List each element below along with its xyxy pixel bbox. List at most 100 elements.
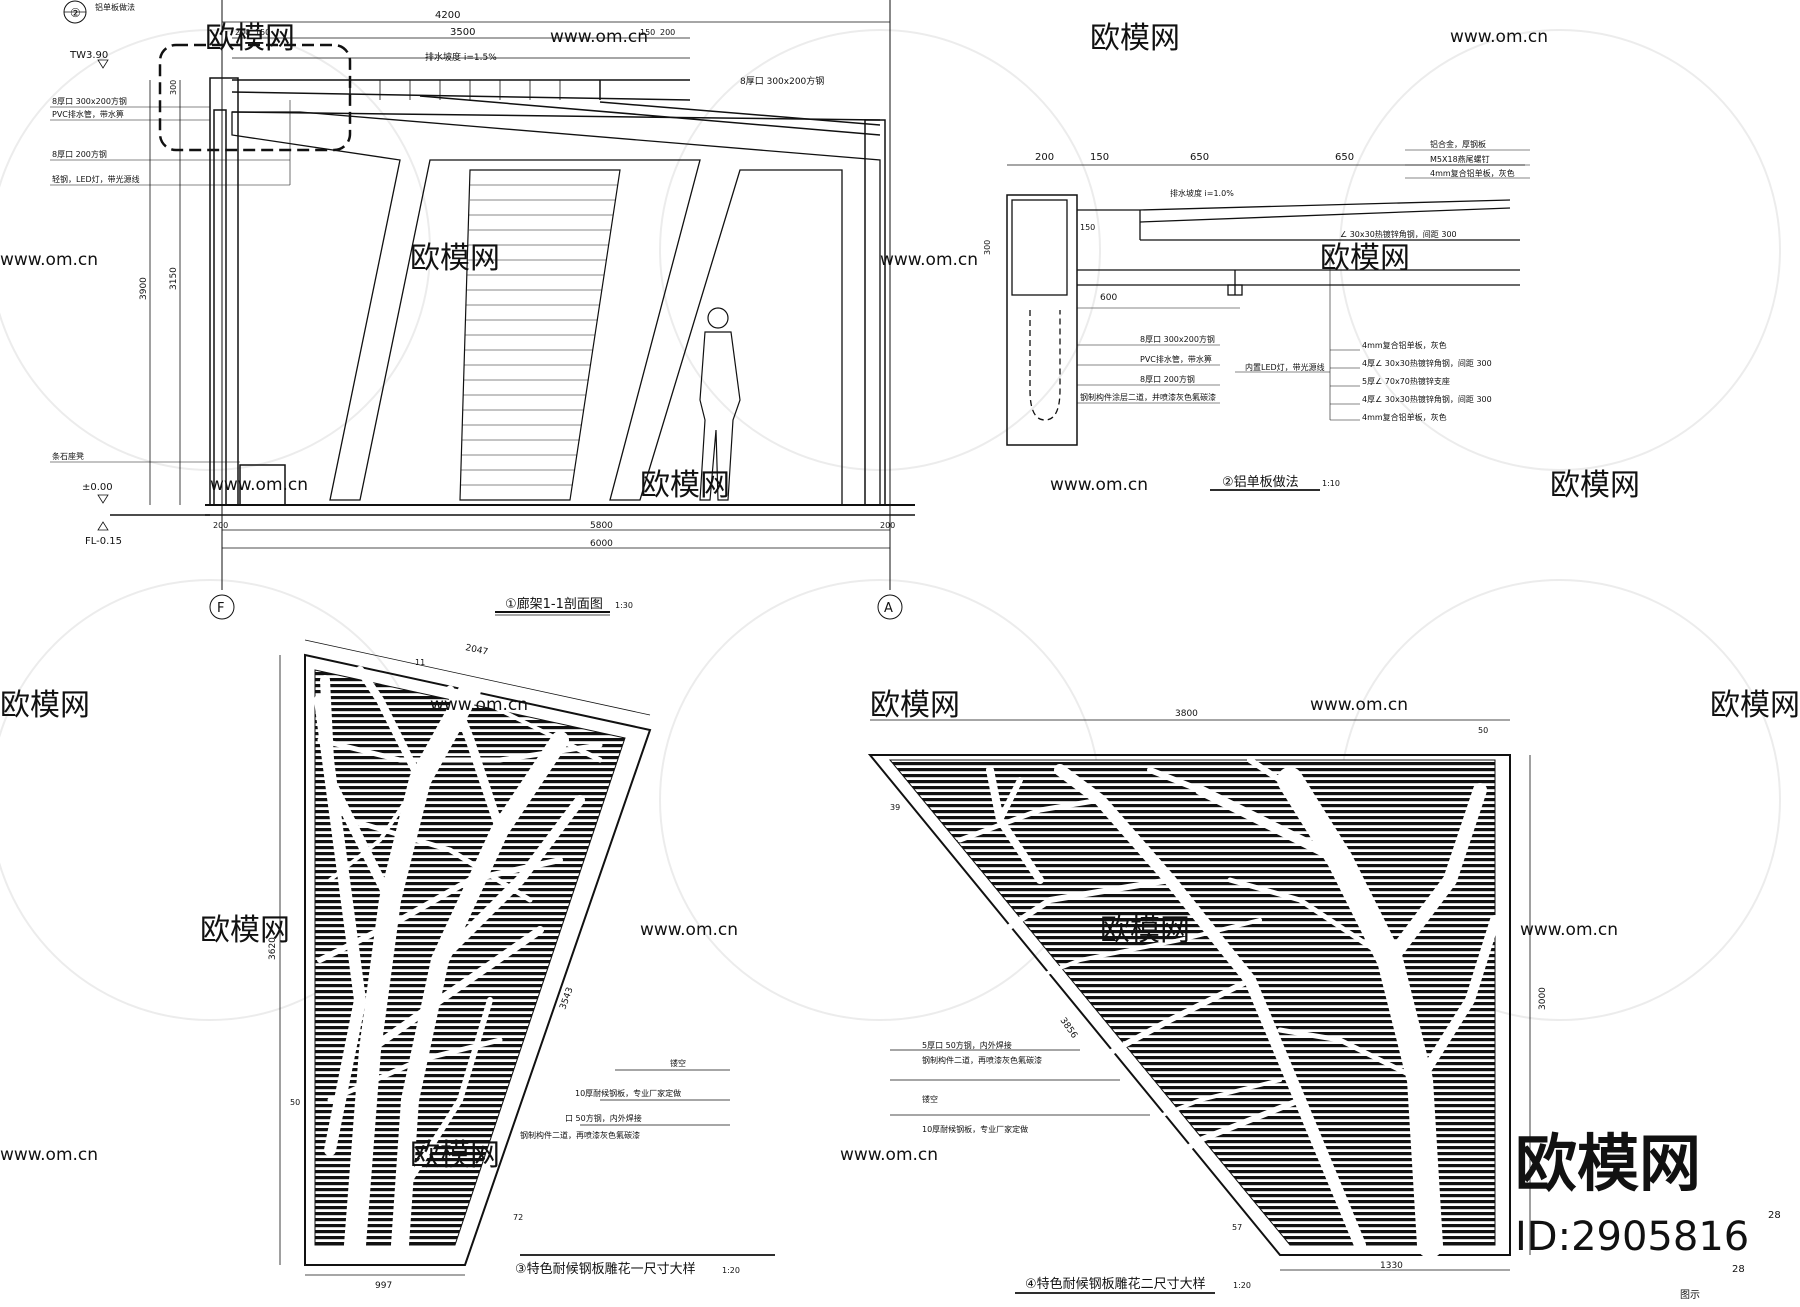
d2-note-bottom-3: 8厚口 200方钢 <box>1140 374 1195 384</box>
d4-dim-39: 39 <box>890 803 900 812</box>
watermark-url-4: www.om.cn <box>880 250 978 270</box>
watermark-urls: www.om.cn www.om.cn www.om.cn www.om.cn … <box>0 27 1618 1165</box>
roof-slope-note: 排水坡度 i=1.5% <box>425 51 497 63</box>
drawing-2-title: ②铝单板做法 <box>1222 475 1299 490</box>
d3-dim-50: 50 <box>290 1098 300 1107</box>
note-left-5: 条石座凳 <box>52 451 84 461</box>
d2-layer-2: 4厚∠ 30x30热镀锌角钢，间距 300 <box>1362 358 1492 368</box>
watermark-url-6: www.om.cn <box>1050 475 1148 495</box>
drawing-3-scale: 1:20 <box>722 1266 740 1275</box>
d4-dim-bottom: 1330 <box>1380 1261 1403 1271</box>
d2-layer-3: 5厚∠ 70x70热镀锌支座 <box>1362 376 1450 386</box>
drawing-2-labels: 200 150 650 650 300 600 150 排水坡度 i=1.0% … <box>983 139 1515 490</box>
d4-dim-top: 3800 <box>1175 709 1198 719</box>
d3-dim-top: 2047 <box>464 643 488 658</box>
watermark-url-10: www.om.cn <box>1520 920 1618 940</box>
drawing-1-scale: 1:30 <box>615 601 633 610</box>
d3-note-4: 钢制构件二道，再喷漆灰色氟碳漆 <box>520 1130 640 1140</box>
d2-dim-side-2: 150 <box>1080 223 1095 232</box>
dim-bottom-left: 200 <box>213 521 228 530</box>
d4-note-4: 10厚耐候钢板，专业厂家定做 <box>922 1124 1028 1134</box>
drawing-4-panel <box>867 719 1531 1294</box>
level-zero: ±0.00 <box>82 482 113 493</box>
d3-note-3: 口 50方钢，内外焊接 <box>565 1113 642 1123</box>
drawing-1-section <box>50 0 915 620</box>
grid-label-right: A <box>884 601 893 616</box>
sheet-info: 28 28 图示 <box>1680 1210 1781 1301</box>
level-top: TW3.90 <box>69 50 108 61</box>
d4-dim-height: 3000 <box>1538 987 1548 1010</box>
watermark-url-8: www.om.cn <box>1310 695 1408 715</box>
d2-layer-1: 4mm复合铝单板，灰色 <box>1362 340 1447 350</box>
drawing-1-title: ①廊架1-1剖面图 <box>505 596 603 612</box>
sheet-number-1: 28 <box>1768 1210 1781 1221</box>
drawing-4-scale: 1:20 <box>1233 1281 1251 1290</box>
watermark-brand-12: 欧模网 <box>410 1138 500 1173</box>
d2-note-bottom-2: PVC排水管，带水箅 <box>1140 354 1212 364</box>
watermark-url-11: www.om.cn <box>0 1145 98 1165</box>
watermark-url-2: www.om.cn <box>1450 27 1548 47</box>
watermark-brand-4: 欧模网 <box>1320 241 1410 276</box>
watermark-url-9: www.om.cn <box>640 920 738 940</box>
note-left-4: 轻钢，LED灯，带光源线 <box>52 174 140 184</box>
dim-bottom-total: 6000 <box>590 539 613 549</box>
brand-logo: 欧模网 ID:2905816 <box>1515 1127 1749 1260</box>
drawing-3-title: ③特色耐候钢板雕花一尺寸大样 <box>515 1261 696 1277</box>
drawing-2-detail <box>1006 149 1530 491</box>
d2-layer-4: 4厚∠ 30x30热镀锌角钢，间距 300 <box>1362 394 1492 404</box>
d2-note-bottom-1: 8厚口 300x200方钢 <box>1140 334 1215 344</box>
d3-note-2: 10厚耐候钢板，专业厂家定做 <box>575 1088 681 1098</box>
note-left-1: 8厚口 300x200方钢 <box>52 96 127 106</box>
watermark-texts: 欧模网 欧模网 欧模网 欧模网 欧模网 欧模网 欧模网 欧模网 欧模网 欧模网 … <box>0 21 1800 1173</box>
brand-logo-text: 欧模网 <box>1515 1127 1701 1200</box>
d2-dim-2: 150 <box>1090 152 1109 163</box>
sheet-number-2: 28 <box>1732 1264 1745 1275</box>
watermark-brand-8: 欧模网 <box>870 688 960 723</box>
d2-slope-note: 排水坡度 i=1.0% <box>1170 188 1234 198</box>
d2-note-top-3: 4mm复合铝单板，灰色 <box>1430 168 1515 178</box>
dim-top-overall: 4200 <box>435 10 460 21</box>
dim-bottom-span: 5800 <box>590 521 613 531</box>
d2-dim-side-1: 300 <box>983 240 992 255</box>
watermark-brand-1: 欧模网 <box>205 21 295 56</box>
drawing-3-panel <box>279 639 775 1276</box>
note-left-2: PVC排水管，带水箅 <box>52 109 124 119</box>
d4-note-1: 5厚口 50方钢，内外焊接 <box>922 1040 1012 1050</box>
watermark-brand-5: 欧模网 <box>640 468 730 503</box>
d2-dim-1: 200 <box>1035 152 1054 163</box>
callout-note: 铝单板做法 <box>95 2 135 12</box>
drawing-1-labels: ② F A 铝单板做法 4200 3500 200 150 150 200 排水… <box>52 2 895 616</box>
d2-note-bottom-4: 钢制构件涂层二道，并喷漆灰色氟碳漆 <box>1080 392 1216 402</box>
d2-note-top-2: M5X18燕尾螺钉 <box>1430 154 1490 164</box>
watermark-brand-7: 欧模网 <box>0 688 90 723</box>
brand-id: ID:2905816 <box>1515 1214 1749 1260</box>
dim-left-total: 3900 <box>139 277 149 300</box>
dim-top-b: 150 <box>255 28 270 37</box>
dim-bottom-right: 200 <box>880 521 895 530</box>
d3-dim-72: 72 <box>513 1213 523 1222</box>
d4-note-2: 钢制构件二道，再喷漆灰色氟碳漆 <box>922 1055 1042 1065</box>
drawing-3-labels: 2047 3620 997 3543 50 11 72 镂空 10厚耐候钢板，专… <box>268 643 740 1291</box>
callout-number: ② <box>70 6 81 20</box>
d3-note-1: 镂空 <box>670 1058 686 1068</box>
watermark-url-1: www.om.cn <box>550 27 648 47</box>
human-figure-icon <box>699 307 741 501</box>
watermark-brand-6: 欧模网 <box>1550 468 1640 503</box>
watermark-brand-10: 欧模网 <box>200 913 290 948</box>
d4-dim-50: 50 <box>1478 726 1488 735</box>
sheet-note: 图示 <box>1680 1289 1700 1301</box>
d2-note-mid: ∠ 30x30热镀锌角钢，间距 300 <box>1340 229 1457 239</box>
watermark-brand-11: 欧模网 <box>1100 913 1190 948</box>
watermark-url-5: www.om.cn <box>210 475 308 495</box>
watermark-url-3: www.om.cn <box>0 250 98 270</box>
d2-note-top-1: 铝合金，厚钢板 <box>1430 139 1486 149</box>
d3-dim-11: 11 <box>415 658 425 667</box>
drawing-4-labels: 3800 50 3000 1330 3856 39 57 5厚口 50方钢，内外… <box>890 709 1548 1292</box>
dim-left-clear: 3150 <box>169 267 179 290</box>
watermark-brand-9: 欧模网 <box>1710 688 1800 723</box>
d3-dim-height: 3620 <box>268 937 278 960</box>
d2-dim-side-3: 600 <box>1100 293 1117 303</box>
d2-note-light: 内置LED灯，带光源线 <box>1245 362 1325 372</box>
d2-dim-4: 650 <box>1335 152 1354 163</box>
